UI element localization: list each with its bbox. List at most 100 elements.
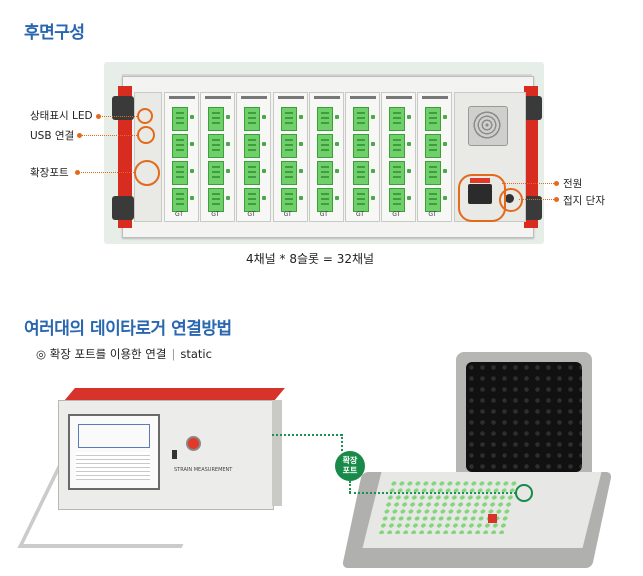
expansion-port-dot	[75, 170, 80, 175]
badge-line-1: 확장	[342, 456, 358, 465]
expansion-port-leader	[78, 172, 134, 173]
terminal-block	[244, 161, 261, 185]
channel-led-icon	[407, 169, 412, 173]
terminal-block	[208, 161, 225, 185]
slot-brand-logo: GT	[319, 211, 328, 218]
slot-brand-logo: GT	[283, 211, 292, 218]
case-terminal-plugs	[377, 480, 519, 534]
power-label: 전원	[563, 178, 583, 190]
channel-led-icon	[407, 196, 412, 200]
slot-brand-logo: GT	[356, 211, 365, 218]
logger-graph	[78, 424, 150, 448]
power-dot	[554, 181, 559, 186]
terminal-block	[172, 107, 188, 131]
link-line-down2	[349, 481, 351, 493]
connection-subtitle: ◎ 확장 포트를 이용한 연결 | static	[36, 346, 212, 362]
link-line-right	[349, 492, 516, 494]
channel-led-icon	[262, 169, 267, 173]
channel-led-icon	[262, 142, 267, 146]
terminal-block	[353, 134, 369, 158]
terminal-block	[425, 161, 442, 185]
channel-led-icon	[226, 142, 231, 146]
status-led-highlight	[137, 108, 153, 124]
rack-ear-left	[118, 86, 132, 228]
terminal-block	[208, 134, 225, 158]
cooling-fan-icon	[468, 106, 508, 146]
power-switch	[470, 178, 490, 183]
ground-leader	[519, 199, 556, 200]
power-leader	[502, 183, 556, 184]
terminal-block	[172, 134, 188, 158]
logger-side-panel	[272, 400, 282, 506]
terminal-block	[389, 134, 406, 158]
terminal-block	[172, 188, 188, 212]
channel-caption: 4채널 * 8슬롯 = 32채널	[246, 252, 375, 266]
channel-led-icon	[262, 115, 267, 119]
power-socket-icon	[468, 184, 492, 204]
channel-led-icon	[334, 142, 339, 146]
channel-slot: GT	[272, 92, 308, 222]
channel-led-icon	[407, 142, 412, 146]
channel-slot: GT	[308, 92, 344, 222]
terminal-block	[425, 107, 442, 131]
terminal-block	[280, 134, 297, 158]
terminal-block	[353, 188, 369, 212]
status-led-leader	[99, 116, 137, 117]
badge-line-2: 포트	[342, 466, 358, 475]
terminal-block	[425, 188, 442, 212]
slot-brand-logo: GT	[211, 211, 220, 218]
rack-handle-left-bottom	[112, 196, 134, 220]
terminal-block	[280, 188, 297, 212]
channel-led-icon	[190, 115, 194, 119]
channel-slot: GT	[236, 92, 272, 222]
channel-led-icon	[298, 115, 303, 119]
terminal-block	[389, 161, 406, 185]
terminal-block	[280, 161, 297, 185]
channel-slot: GT	[417, 92, 453, 222]
slot-header	[313, 96, 340, 99]
connection-method-title: 여러대의 데이타로거 연결방법	[24, 319, 232, 339]
slot-header	[205, 96, 232, 99]
terminal-block	[316, 188, 333, 212]
link-line-left	[272, 434, 342, 436]
channel-led-icon	[226, 169, 231, 173]
slot-header	[422, 96, 449, 99]
subtitle-main: ◎ 확장 포트를 이용한 연결	[36, 347, 167, 361]
channel-led-icon	[334, 169, 339, 173]
logger-data-rows	[76, 452, 150, 480]
channel-led-icon	[298, 169, 303, 173]
expansion-port-highlight	[134, 160, 160, 186]
link-line-down1	[341, 434, 343, 451]
slot-header	[169, 96, 195, 99]
ground-highlight	[499, 188, 523, 212]
terminal-block	[208, 188, 225, 212]
subtitle-separator: |	[171, 347, 176, 361]
channel-led-icon	[371, 196, 375, 200]
expansion-port-label: 확장포트	[30, 167, 69, 179]
terminal-block	[244, 107, 261, 131]
channel-led-icon	[334, 196, 339, 200]
expansion-port-badge: 확장 포트	[335, 451, 365, 481]
terminal-block	[353, 107, 369, 131]
slot-brand-logo: GT	[392, 211, 401, 218]
ground-dot	[554, 197, 559, 202]
case-expansion-port-highlight	[515, 484, 533, 502]
channel-slot: GT	[200, 92, 236, 222]
channel-slot: GT	[345, 92, 380, 222]
terminal-block	[389, 188, 406, 212]
channel-led-icon	[262, 196, 267, 200]
rack-handle-left-top	[112, 96, 134, 120]
channel-led-icon	[334, 115, 339, 119]
status-led-dot	[96, 114, 101, 119]
case-lid-foam	[466, 362, 582, 472]
slot-header	[386, 96, 413, 99]
channel-led-icon	[190, 142, 194, 146]
terminal-block	[316, 134, 333, 158]
ground-label: 접지 단자	[563, 195, 605, 207]
channel-led-icon	[371, 115, 375, 119]
slot-header	[277, 96, 304, 99]
terminal-block	[172, 161, 188, 185]
slot-header	[350, 96, 376, 99]
channel-led-icon	[226, 196, 231, 200]
subtitle-mode: static	[180, 347, 212, 361]
